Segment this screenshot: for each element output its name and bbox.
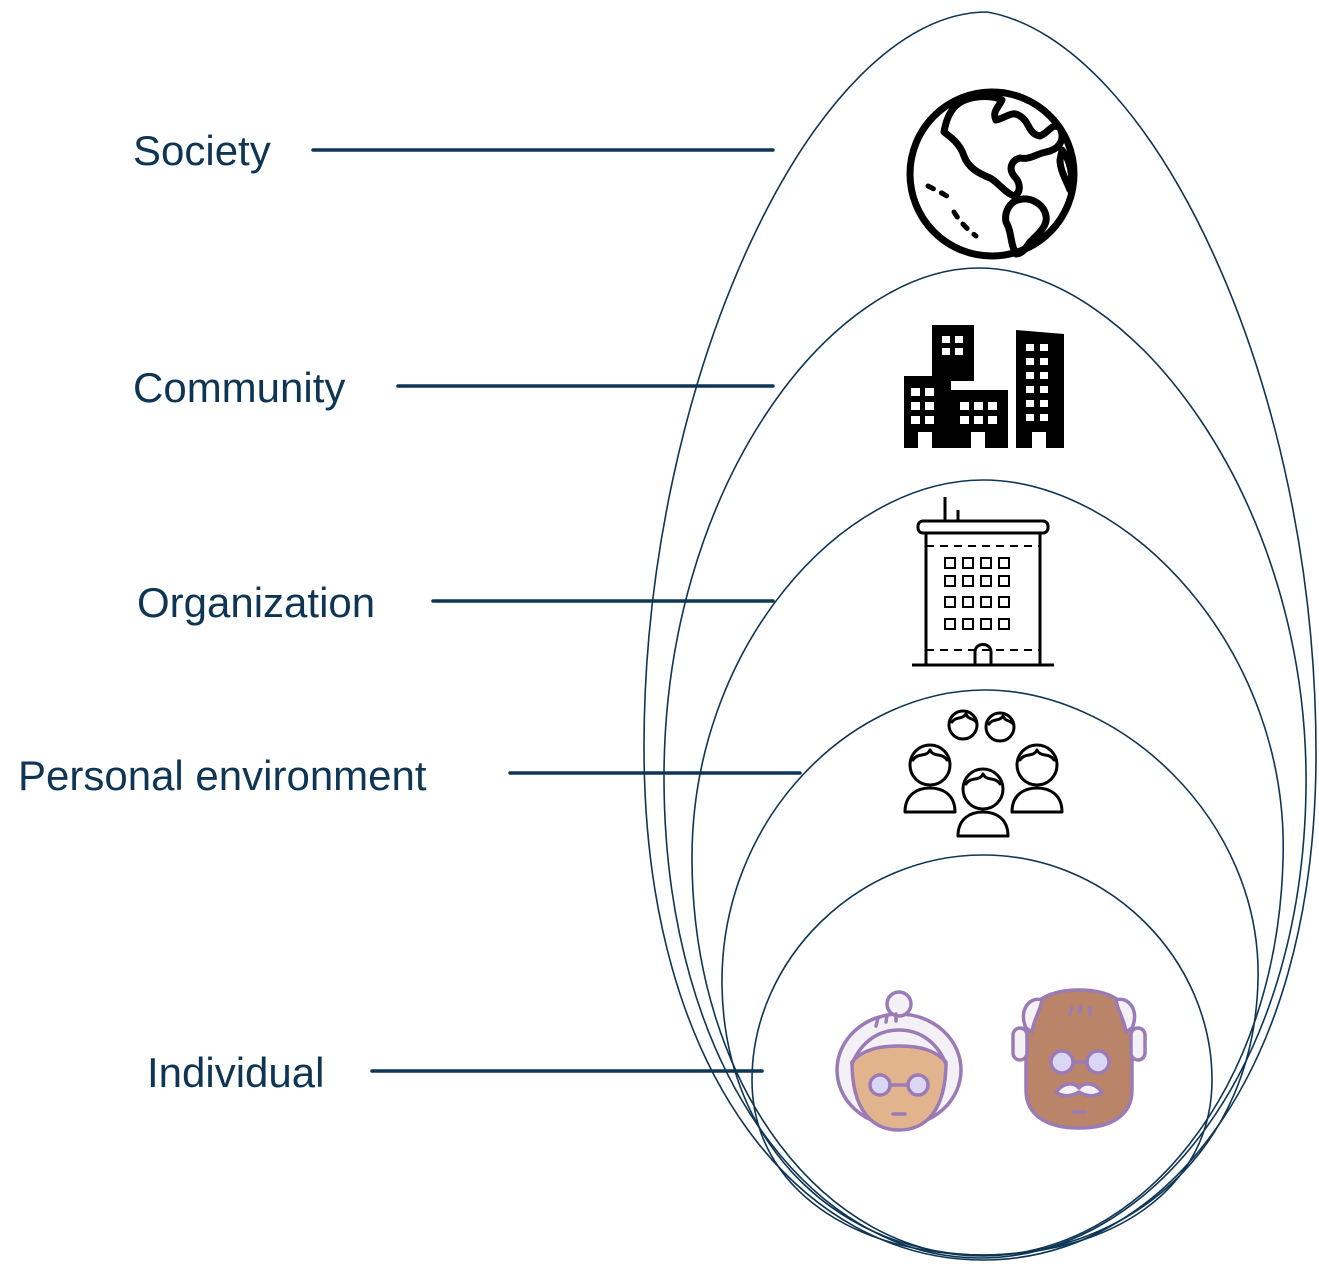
label-individual: Individual xyxy=(147,1049,324,1096)
grandfather-icon xyxy=(1011,988,1147,1130)
leader-lines xyxy=(311,148,802,1073)
city-buildings-icon xyxy=(904,325,1064,448)
label-organization: Organization xyxy=(137,579,375,626)
nested-ellipses xyxy=(643,11,1317,1261)
label-community: Community xyxy=(133,364,345,411)
ellipse-organization xyxy=(691,479,1284,1257)
label-society: Society xyxy=(133,127,271,174)
elderly-couple-icon xyxy=(835,988,1147,1132)
ellipse-individual xyxy=(751,854,1213,1256)
office-building-icon xyxy=(912,497,1054,667)
globe-icon xyxy=(906,88,1078,260)
label-personal-environment: Personal environment xyxy=(18,752,427,799)
ellipse-society xyxy=(643,11,1317,1261)
ellipse-community xyxy=(663,267,1307,1259)
group-of-people-icon xyxy=(903,709,1064,838)
grandmother-icon xyxy=(835,990,963,1132)
